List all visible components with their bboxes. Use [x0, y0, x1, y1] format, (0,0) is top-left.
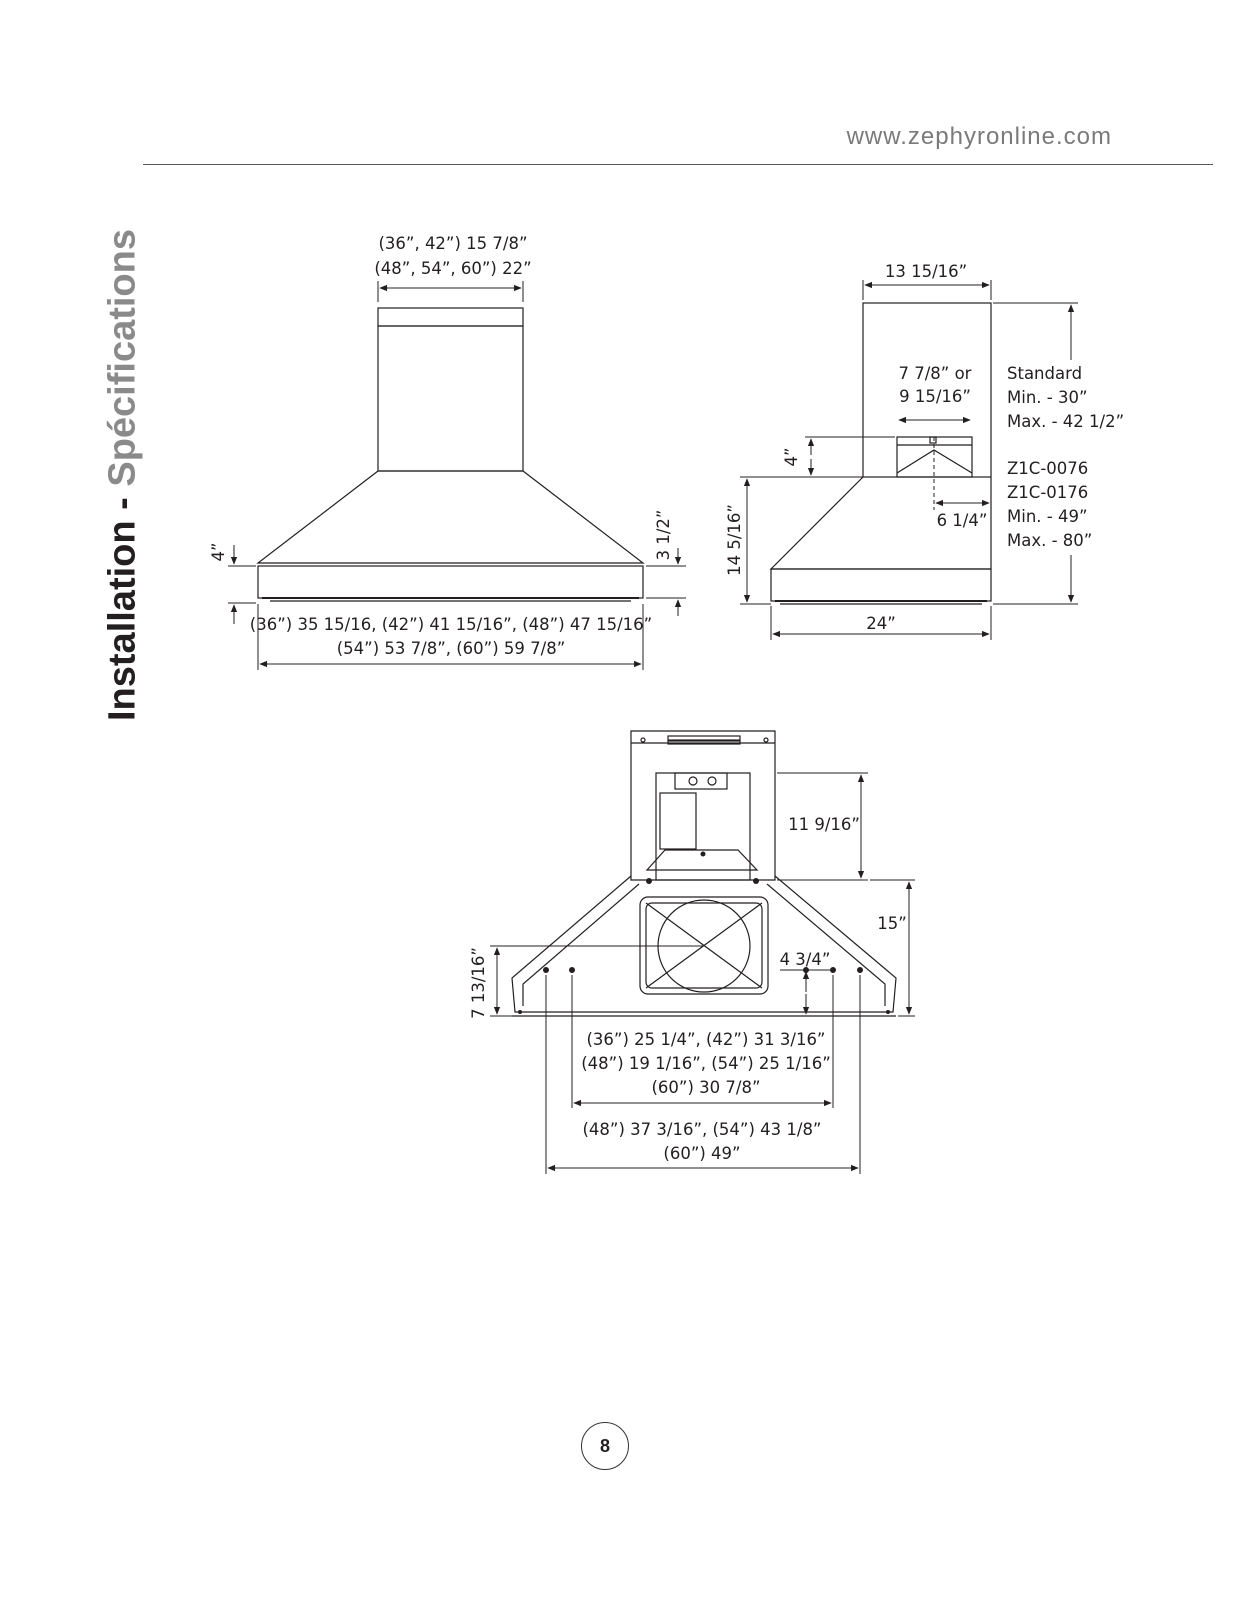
- standard-min: Min. - 30”: [1007, 388, 1088, 407]
- model-2: Z1C-0176: [1007, 483, 1088, 502]
- standard-title: Standard: [1007, 364, 1082, 383]
- front-right-height-label: 3 1/2”: [654, 510, 673, 561]
- bottom-inner-spacing-label-3: (60”) 30 7/8”: [651, 1078, 760, 1097]
- front-chimney-width-dim: [377, 281, 524, 302]
- front-right-height-dim: [646, 548, 686, 616]
- bottom-inner-spacing-label-1: (36”) 25 1/4”, (42”) 31 3/16”: [586, 1030, 825, 1049]
- front-overall-width-label-2: (54”) 53 7/8”, (60”) 59 7/8”: [337, 639, 566, 658]
- front-chimney-width-label-1: (36”, 42”) 15 7/8”: [378, 234, 527, 253]
- side-chimney-depth-label: 13 15/16”: [885, 262, 967, 281]
- front-view-drawing: [256, 307, 645, 602]
- bottom-top-height-label: 11 9/16”: [788, 815, 860, 834]
- bottom-center-height-label: 7 13/16”: [469, 947, 488, 1019]
- bottom-inner-spacing-label-2: (48”) 19 1/16”, (54”) 25 1/16”: [581, 1054, 831, 1073]
- side-duct-offset-dim: [805, 436, 895, 478]
- side-duct-center-label: 6 1/4”: [937, 511, 988, 530]
- front-left-height-label: 4”: [209, 542, 228, 561]
- bottom-inner-spacing-dim: [571, 975, 834, 1108]
- side-depth-dim: [770, 606, 992, 640]
- bottom-bracket-height-label: 4 3/4”: [780, 950, 831, 969]
- website-url: www.zephyronline.com: [846, 123, 1112, 150]
- front-left-height-dim: [228, 545, 256, 624]
- header-rule: [143, 164, 1213, 165]
- bottom-bracket-height-dim: [780, 969, 830, 1015]
- side-depth-label: 24”: [866, 614, 896, 633]
- bottom-outer-spacing-label-2: (60”) 49”: [663, 1144, 740, 1163]
- bottom-outer-spacing-label-1: (48”) 37 3/16”, (54”) 43 1/8”: [582, 1120, 821, 1139]
- side-view-drawing: [769, 302, 992, 605]
- side-hood-height-dim: [740, 476, 863, 605]
- bottom-top-height-dim: [777, 772, 868, 881]
- page-number: 8: [581, 1422, 629, 1470]
- bottom-lower-height-dim: [870, 879, 915, 1017]
- page-number-text: 8: [599, 1435, 610, 1456]
- bottom-center-height-dim: [490, 945, 704, 1017]
- side-chimney-depth-dim: [862, 280, 992, 300]
- front-overall-width-dim: [257, 604, 644, 670]
- front-chimney-width-label-2: (48”, 54”, 60”) 22”: [374, 259, 531, 278]
- side-hood-height-label: 14 5/16”: [725, 504, 744, 576]
- model-1: Z1C-0076: [1007, 459, 1088, 478]
- side-duct-offset-label: 4”: [782, 447, 801, 466]
- extended-min: Min. - 49”: [1007, 507, 1088, 526]
- side-duct-label-2: 9 15/16”: [899, 387, 971, 406]
- side-duct-label-1: 7 7/8” or: [899, 364, 972, 383]
- side-overall-height-dim: [993, 302, 1078, 605]
- extended-max: Max. - 80”: [1007, 531, 1092, 550]
- standard-max: Max. - 42 1/2”: [1007, 412, 1124, 431]
- bottom-lower-height-label: 15”: [877, 914, 907, 933]
- bottom-outer-spacing-dim: [545, 975, 861, 1174]
- bottom-view-drawing: [511, 730, 897, 1017]
- front-overall-width-label-1: (36”) 35 15/16, (42”) 41 15/16”, (48”) 4…: [250, 615, 652, 634]
